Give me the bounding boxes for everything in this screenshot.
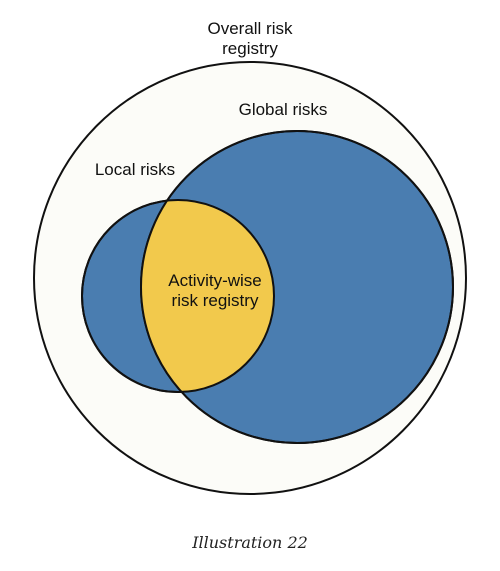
global-risks-label: Global risks (239, 100, 328, 119)
activity-wise-label-line2: risk registry (172, 291, 259, 310)
local-risks-outline (81, 199, 275, 393)
global-risks-outline (140, 130, 454, 444)
local-risks-label: Local risks (95, 160, 175, 179)
activity-wise-label-line1: Activity-wise (168, 271, 262, 290)
overall-risk-label-line1: Overall risk (207, 19, 293, 38)
overall-risk-label-line2: registry (222, 39, 278, 58)
illustration-caption: Illustration 22 (191, 533, 308, 552)
